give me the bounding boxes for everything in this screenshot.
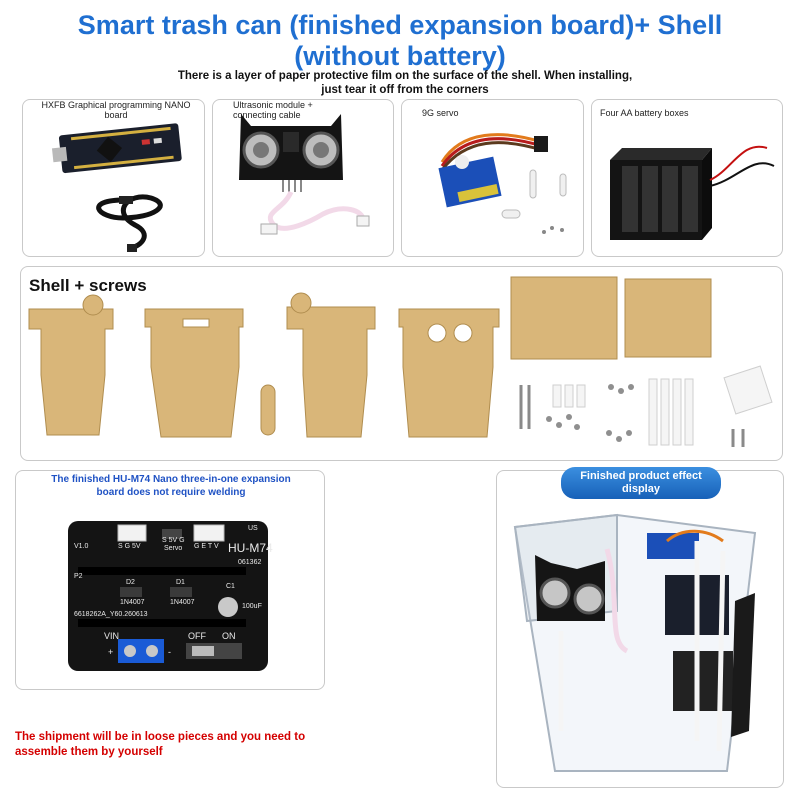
shipment-note: The shipment will be in loose pieces and… (15, 731, 306, 758)
board-name: HU-M74 (228, 541, 273, 555)
on-label: ON (222, 631, 236, 641)
servo-caption: 9G servo (422, 108, 459, 118)
finished-product-image (513, 513, 757, 772)
finished-product-panel: Finished product effect display (496, 467, 784, 788)
ultrasonic-panel: Ultrasonic module + connecting cable (212, 99, 394, 257)
d2-label: D2 (126, 579, 135, 586)
board-serial: 061362 (238, 559, 262, 566)
silk-code: 6618262A_Y60.260613 (74, 611, 148, 618)
minus-label: - (168, 647, 171, 657)
battery-box-caption: Four AA battery boxes (600, 108, 689, 118)
servo-panel: 9G servo (401, 99, 584, 257)
expansion-board-panel: The finished HU-M74 Nano three-in-one ex… (15, 470, 325, 690)
d1-label: D1 (176, 579, 185, 586)
d2-part: 1N4007 (120, 599, 145, 606)
board-version: V1.0 (74, 543, 89, 550)
expansion-board-image (68, 521, 268, 671)
nano-board-panel: HXFB Graphical programming NANO board (22, 99, 205, 257)
shell-caption: Shell + screws (29, 276, 147, 295)
nano-board-image (51, 123, 182, 252)
us-label: US (248, 525, 258, 532)
c1-label: C1 (226, 583, 235, 590)
p2-label: P2 (74, 573, 83, 580)
header-mid-label: S 5V G (162, 537, 185, 544)
title-line-2: (without battery) (294, 41, 506, 71)
header-left-label: S G 5V (118, 543, 141, 550)
ultrasonic-image (239, 114, 370, 235)
page-title: Smart trash can (finished expansion boar… (0, 10, 800, 72)
servo-header-label: Servo (164, 545, 183, 552)
shell-parts-image (28, 276, 773, 447)
vin-label: VIN (104, 631, 120, 641)
finished-product-badge: Finished product effect display (561, 467, 721, 499)
title-line-1: Smart trash can (finished expansion boar… (77, 10, 723, 40)
plus-label: + (108, 647, 114, 657)
ultrasonic-caption: Ultrasonic module + connecting cable (233, 100, 313, 120)
servo-image (438, 133, 567, 234)
protective-film-note: There is a layer of paper protective fil… (177, 70, 633, 96)
shell-panel: Shell + screws (20, 266, 783, 461)
battery-box-image (610, 145, 775, 240)
capacitor-value: 100uF (242, 603, 262, 610)
header-right-label: G E T V (194, 543, 219, 550)
battery-box-panel: Four AA battery boxes (591, 99, 783, 257)
expansion-board-caption: The finished HU-M74 Nano three-in-one ex… (51, 474, 291, 498)
nano-board-caption: HXFB Graphical programming NANO board (41, 100, 191, 120)
d1-part: 1N4007 (170, 599, 195, 606)
off-label: OFF (188, 631, 206, 641)
